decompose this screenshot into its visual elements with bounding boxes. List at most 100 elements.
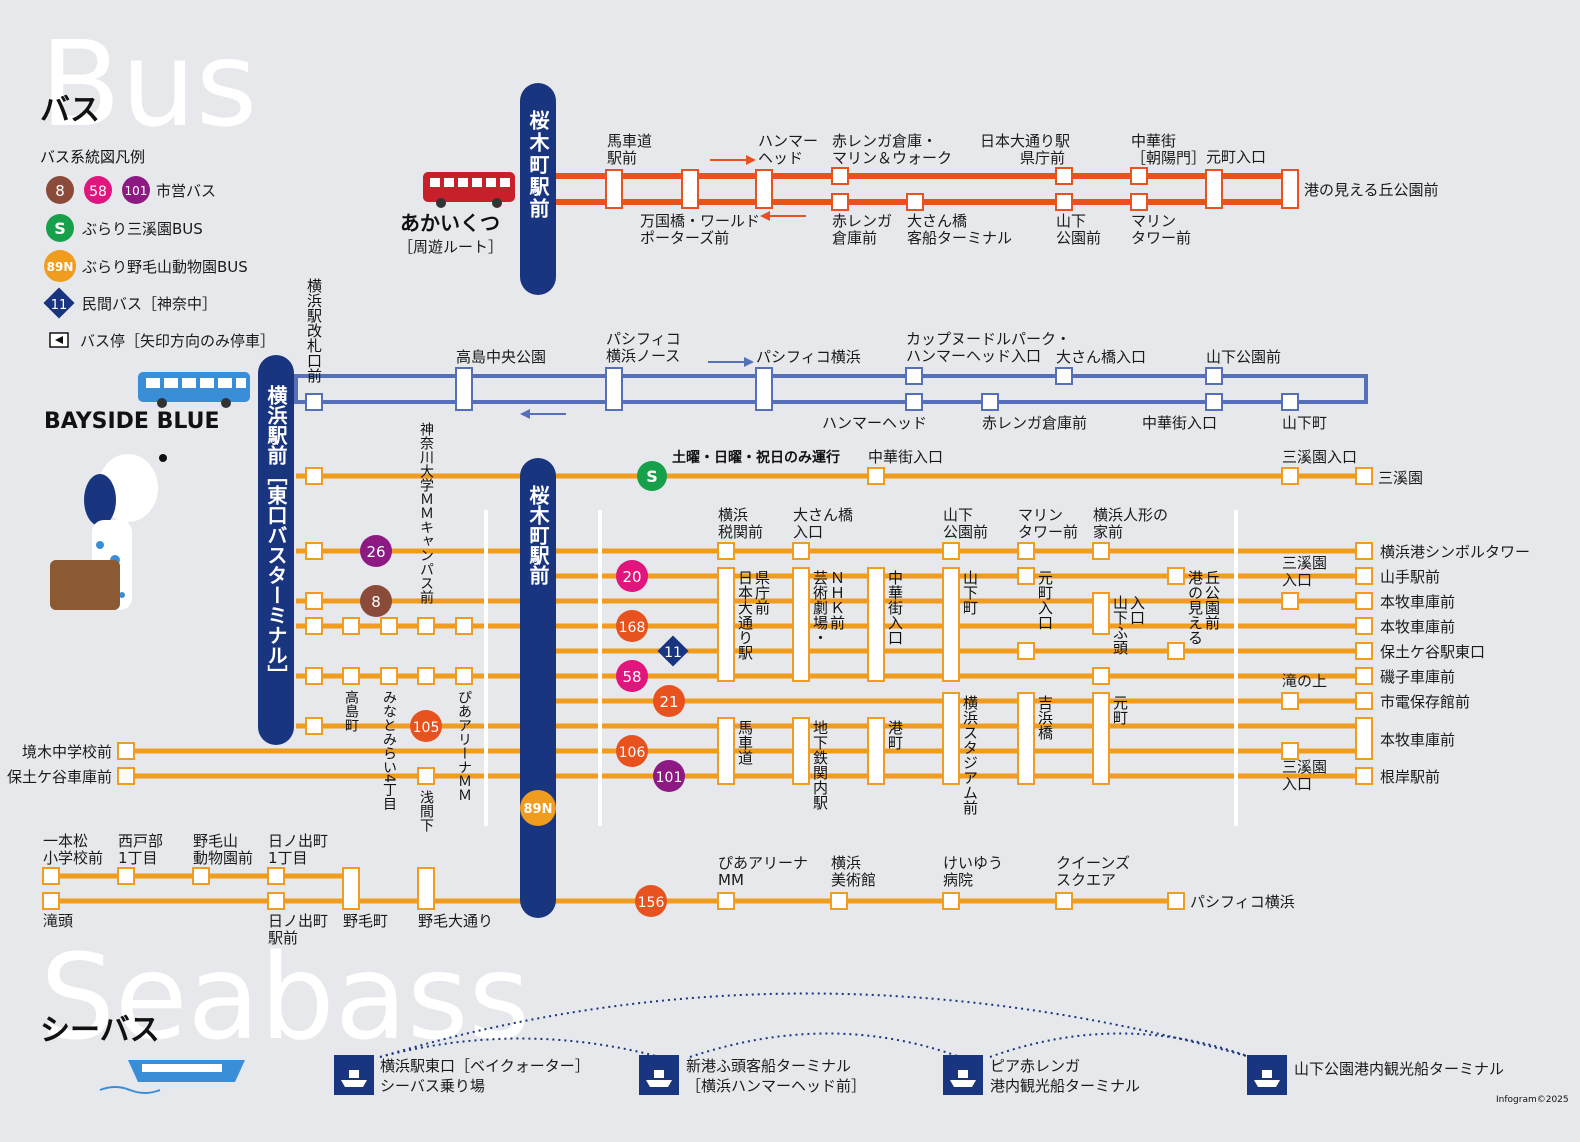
akaikutsu-stop-b5: マリン <box>1131 212 1176 230</box>
seabass-stops: 横浜駅東口［ベイクォーター］シーバス乗り場 新港ふ頭客船ターミナル［横浜ハンマー… <box>334 1055 1504 1095</box>
akaikutsu-terminal: 桜木町駅前 <box>526 110 550 220</box>
asamashita-stop: 浅間下 <box>418 790 434 832</box>
akaikutsu-stop-b2: 赤レンガ <box>832 212 892 230</box>
bayside-name: BAYSIDE BLUE <box>44 409 220 434</box>
svg-text:山手駅前: 山手駅前 <box>1380 568 1440 586</box>
svg-text:カップヌードルパーク・ハンマーヘッド入口: カップヌードルパーク・ハンマーヘッド入口 <box>906 330 1071 365</box>
svg-text:元町: 元町 <box>1111 695 1129 725</box>
svg-text:パシフィコ横浜ノース: パシフィコ横浜ノース <box>606 330 681 365</box>
svg-text:港の見える: 港の見える <box>1186 570 1204 645</box>
legend-city-bus: 市営バス <box>156 182 216 200</box>
sankeien-stop-2: 三溪園入口 <box>1282 448 1357 466</box>
bayside-route: 横浜駅改札口前 高島中央公園 パシフィコ横浜ノース パシフィコ横浜 カップヌード… <box>44 278 1368 434</box>
svg-text:マリンタワー前: マリンタワー前 <box>1131 212 1191 247</box>
seabass-stop-4: 山下公園港内観光船ターミナル <box>1294 1060 1504 1078</box>
svg-text:境木中学校前: 境木中学校前 <box>22 743 112 761</box>
seabass-stop-3: ピア赤レンガ <box>990 1057 1080 1075</box>
akaikutsu-route: 桜木町駅前 馬車道駅前 ハンマーヘッド 赤レンガ倉庫・マリン＆ウォーク 日本大通… <box>398 83 1439 295</box>
takashimacho-stop: 高島町 <box>343 689 359 732</box>
seabass-watermark: Seabass <box>40 928 530 1066</box>
akaikutsu-stop-4: 日本大通り駅 <box>980 132 1070 150</box>
svg-text:中華街入口: 中華街入口 <box>886 570 904 645</box>
svg-text:一本松小学校前: 一本松小学校前 <box>43 832 103 867</box>
legend-nogeyama: ぶらり野毛山動物園BUS <box>82 258 248 276</box>
svg-text:本牧車庫前: 本牧車庫前 <box>1380 593 1455 611</box>
bayside-stop-6: 山下公園前 <box>1206 348 1281 366</box>
legend-private-mark: 11 <box>51 298 68 313</box>
svg-text:日本大通り駅: 日本大通り駅 <box>736 570 754 660</box>
svg-text:滝の上: 滝の上 <box>1282 672 1327 690</box>
svg-text:入口: 入口 <box>1128 595 1146 625</box>
sankeien-stop: 中華街入口 <box>868 448 943 466</box>
legend-nogeyama-mark: 89N <box>47 260 74 274</box>
legend: バス系統図凡例 8 58 101 市営バス S ぶらり三溪園BUS 89N ぶら… <box>40 148 275 350</box>
svg-text:ハンマーヘッド: ハンマーヘッド <box>758 132 818 167</box>
bayside-stop-b2: 赤レンガ倉庫前 <box>982 414 1087 432</box>
svg-text:26: 26 <box>366 543 385 561</box>
svg-text:横浜駅東口［ベイクォーター］シーバス乗り場: 横浜駅東口［ベイクォーター］シーバス乗り場 <box>380 1057 590 1095</box>
akaikutsu-end: 港の見える丘公園前 <box>1304 181 1439 199</box>
minatomirai4-stop: みなとみらい4丁目 <box>381 690 397 811</box>
akaikutsu-stop-b4: 山下 <box>1056 212 1086 230</box>
bayside-stop-b3: 中華街入口 <box>1142 414 1217 432</box>
svg-text:三溪園入口: 三溪園入口 <box>1282 554 1327 589</box>
dalmatian-mascot-icon <box>50 454 167 610</box>
svg-text:山下ふ頭: 山下ふ頭 <box>1111 595 1129 655</box>
legend-stop: バス停［矢印方向のみ停車］ <box>80 332 275 350</box>
akaikutsu-name: あかいくつ <box>400 211 500 235</box>
kanagawa-univ-stop: 神奈川大学ＭＭキャンパス前 <box>418 422 434 605</box>
svg-text:丘公園前: 丘公園前 <box>1203 570 1221 631</box>
akaikutsu-sub: ［周遊ルート］ <box>398 238 503 256</box>
svg-text:根岸駅前: 根岸駅前 <box>1380 768 1440 786</box>
credit: Infogram©2025 <box>1496 1095 1569 1105</box>
svg-text:赤レンガ倉庫・マリン＆ウォーク: 赤レンガ倉庫・マリン＆ウォーク <box>832 132 952 167</box>
svg-text:168: 168 <box>619 620 646 636</box>
svg-text:万国橋・ワールドポーターズ前: 万国橋・ワールドポーターズ前 <box>640 212 760 247</box>
svg-text:保土ケ谷車庫前: 保土ケ谷車庫前 <box>7 768 112 786</box>
svg-text:クイーンズスクエア: クイーンズスクエア <box>1056 854 1130 889</box>
svg-text:11: 11 <box>664 645 682 661</box>
akaikutsu-stop-6: 元町入口 <box>1206 148 1266 166</box>
svg-text:市電保存館前: 市電保存館前 <box>1380 693 1470 711</box>
svg-text:日本大通り駅県庁前: 日本大通り駅県庁前 <box>980 132 1070 167</box>
svg-text:105: 105 <box>413 720 440 736</box>
yokohama-terminal-label: 横浜駅前［東口バスターミナル］ <box>264 384 288 685</box>
svg-text:滝頭: 滝頭 <box>43 912 73 930</box>
svg-text:けいゆう病院: けいゆう病院 <box>943 854 1003 889</box>
bayside-stop-b1: ハンマーヘッド <box>822 414 927 432</box>
bayside-stop-3: パシフィコ横浜 <box>756 348 861 366</box>
svg-text:106: 106 <box>619 745 646 761</box>
svg-text:馬車道: 馬車道 <box>736 720 754 765</box>
bayside-stop-4: カップヌードルパーク・ <box>906 330 1071 348</box>
bayside-stop-1: 高島中央公園 <box>456 348 546 366</box>
akaikutsu-stop-b3: 大さん橋 <box>907 212 967 230</box>
sankeien-note: 土曜・日曜・祝日のみ運行 <box>672 449 840 466</box>
seabass-route-arc-4 <box>989 1032 1251 1058</box>
legend-route-101: 101 <box>125 184 148 198</box>
svg-text:横浜税関前: 横浜税関前 <box>718 506 763 541</box>
legend-route-58: 58 <box>89 184 107 200</box>
svg-text:新港ふ頭客船ターミナル［横浜ハンマーヘッド前］: 新港ふ頭客船ターミナル［横浜ハンマーヘッド前］ <box>686 1057 866 1095</box>
svg-text:156: 156 <box>638 895 665 911</box>
red-bus-icon <box>423 172 515 208</box>
bus-watermark: Bus <box>40 15 257 153</box>
bus-heading: バス <box>40 93 100 128</box>
svg-text:芸術劇場・: 芸術劇場・ <box>811 570 829 645</box>
seabass-route-arc-2 <box>379 1037 661 1058</box>
sakuragicho-terminal-label: 桜木町駅前 <box>526 485 550 585</box>
svg-text:20: 20 <box>622 568 641 586</box>
svg-text:保土ケ谷駅東口: 保土ケ谷駅東口 <box>1380 643 1485 661</box>
legend-sankeien-mark: S <box>54 219 66 238</box>
svg-text:マリンタワー前: マリンタワー前 <box>1018 506 1078 541</box>
blue-bus-icon <box>138 372 250 408</box>
svg-text:赤レンガ倉庫前: 赤レンガ倉庫前 <box>832 212 892 247</box>
svg-text:横浜美術館: 横浜美術館 <box>831 854 876 889</box>
svg-text:吉浜橋: 吉浜橋 <box>1036 695 1054 740</box>
svg-text:101: 101 <box>656 770 683 786</box>
svg-text:山下公園前: 山下公園前 <box>1056 212 1101 247</box>
legend-private: 民間バス［神奈中］ <box>82 295 217 313</box>
svg-text:パシフィコ横浜: パシフィコ横浜 <box>1190 893 1295 911</box>
svg-text:S: S <box>646 467 658 486</box>
